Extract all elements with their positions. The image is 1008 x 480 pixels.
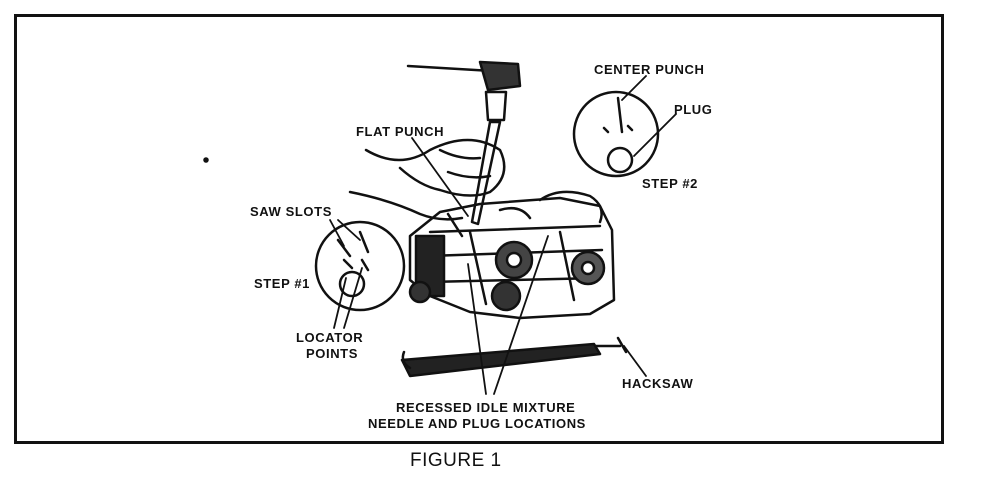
label-plug: PLUG bbox=[674, 102, 713, 117]
hacksaw bbox=[400, 336, 628, 378]
figure-border bbox=[14, 14, 944, 444]
label-hacksaw: HACKSAW bbox=[622, 376, 694, 391]
label-locator-points-line2: POINTS bbox=[306, 346, 358, 361]
flat-punch-tool bbox=[348, 60, 522, 226]
label-flat-punch: FLAT PUNCH bbox=[356, 124, 445, 139]
label-saw-slots: SAW SLOTS bbox=[250, 204, 332, 219]
label-center-punch: CENTER PUNCH bbox=[594, 62, 705, 77]
figure-caption: FIGURE 1 bbox=[410, 450, 502, 471]
stray-dot bbox=[203, 157, 209, 163]
label-locator-points-line1: LOCATOR bbox=[296, 330, 364, 345]
label-step1: STEP #1 bbox=[254, 276, 310, 291]
step1-circle bbox=[314, 220, 406, 312]
label-recessed-line1: RECESSED IDLE MIXTURE bbox=[396, 400, 576, 415]
label-recessed-line2: NEEDLE AND PLUG LOCATIONS bbox=[368, 416, 586, 431]
carburetor-body bbox=[408, 190, 616, 320]
leader-lines bbox=[329, 75, 677, 395]
label-step2: STEP #2 bbox=[642, 176, 698, 191]
step2-circle bbox=[572, 90, 660, 178]
